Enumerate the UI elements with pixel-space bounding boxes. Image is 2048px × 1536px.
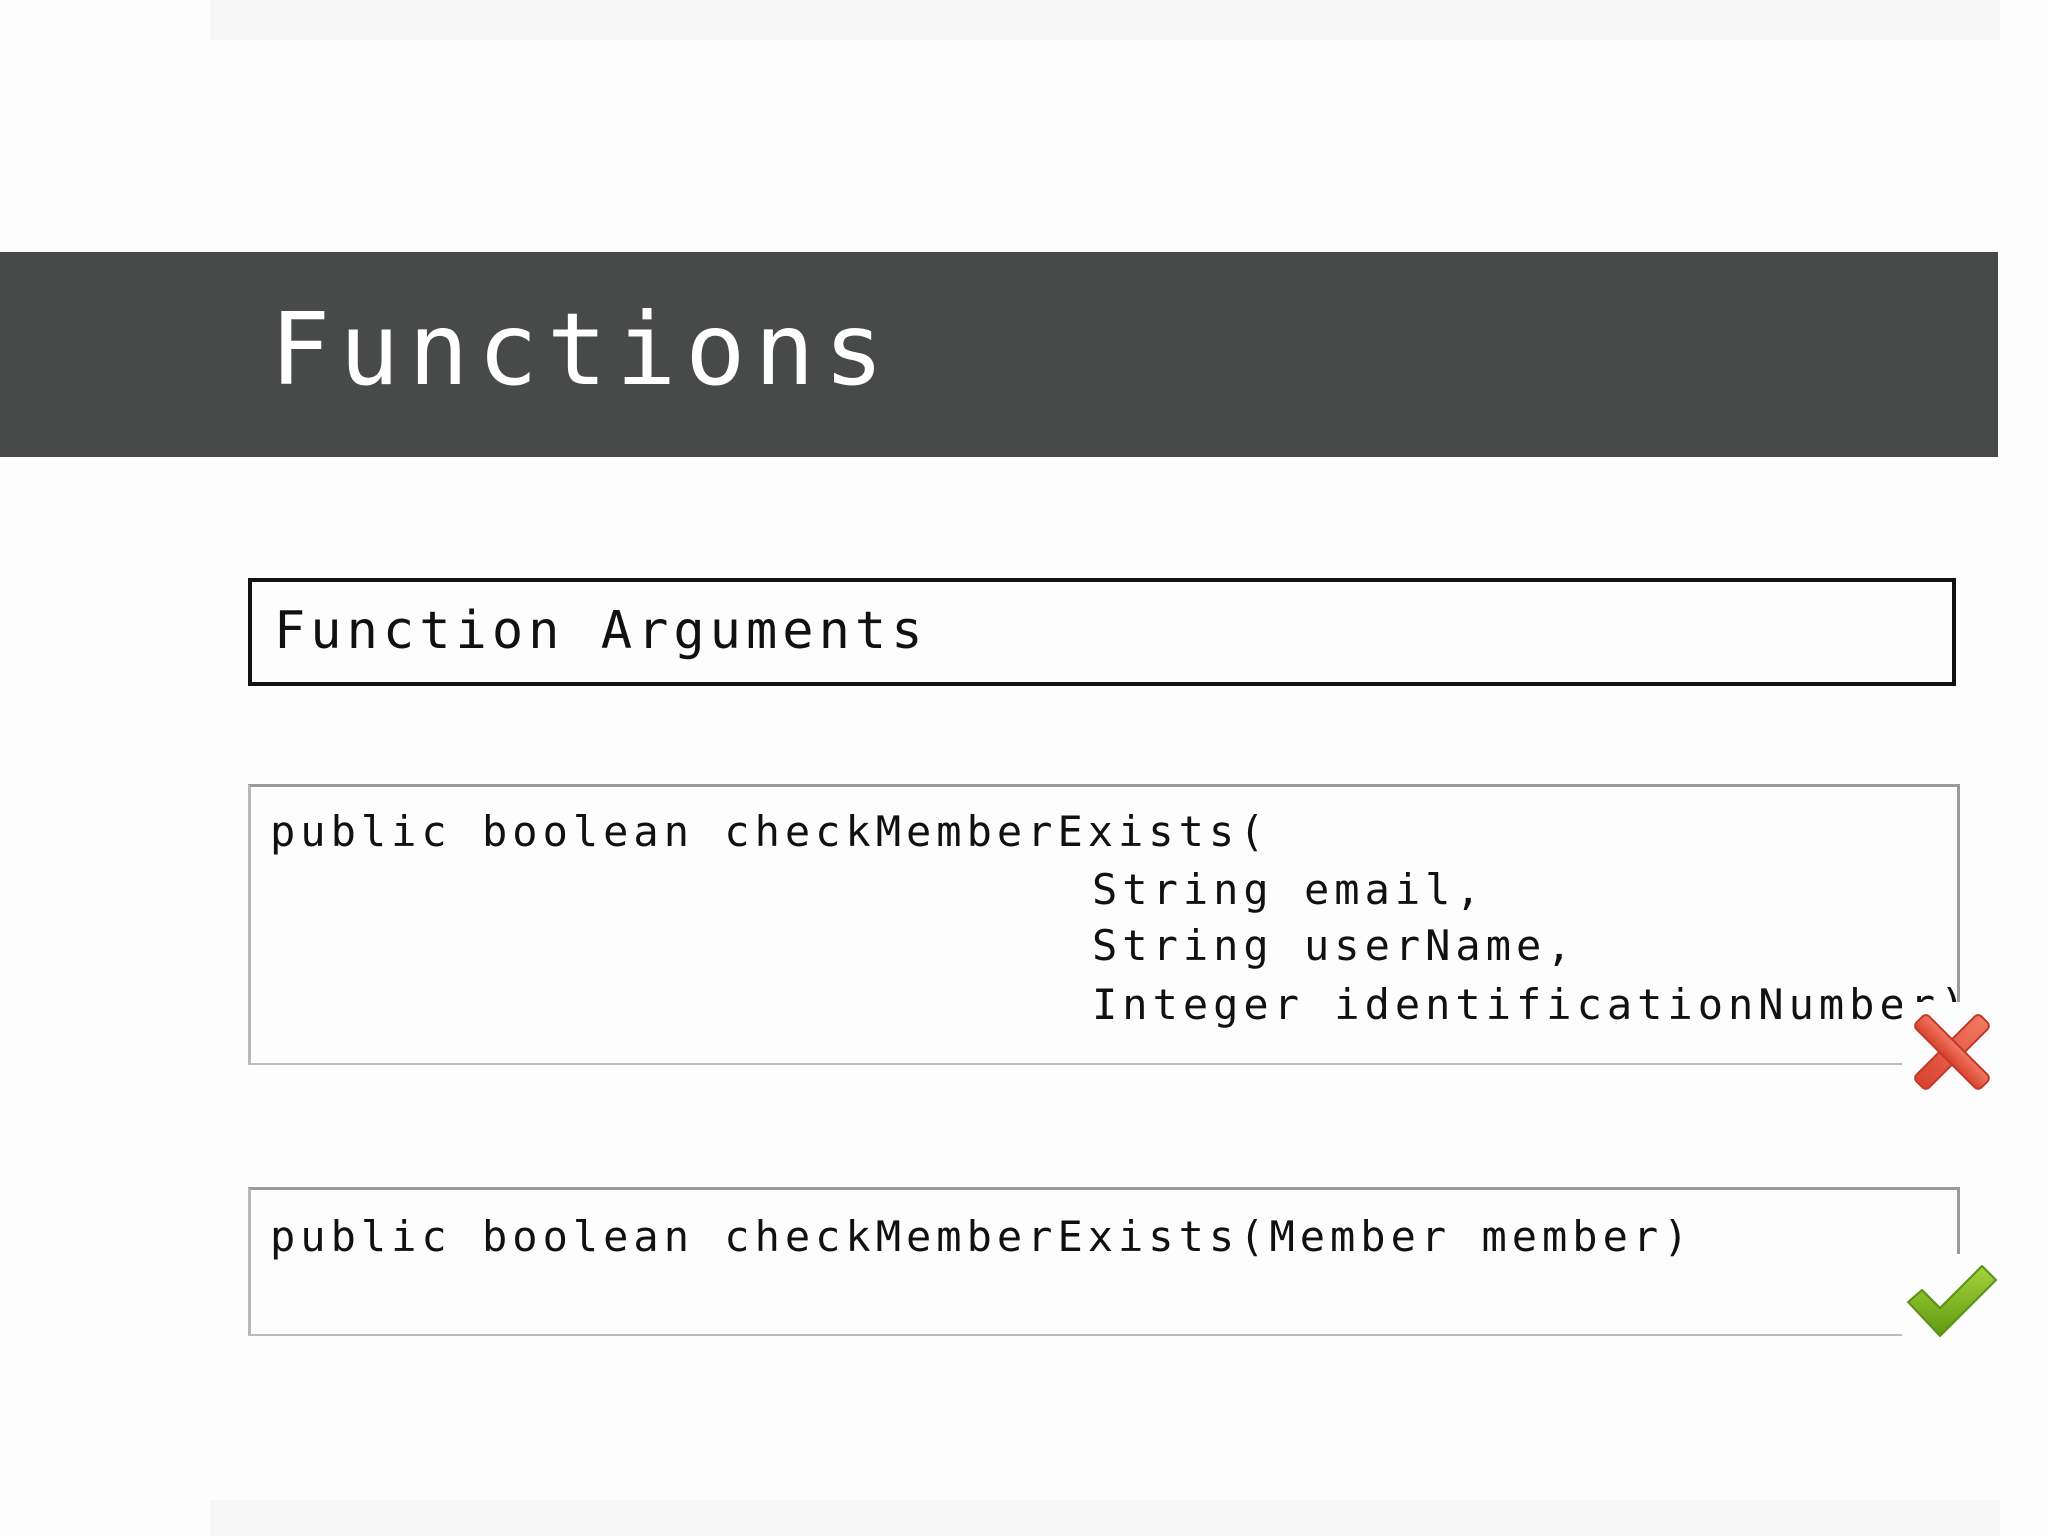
title-bar [0, 252, 1998, 457]
code-line: String userName, [1092, 921, 1577, 970]
code-line: public boolean checkMemberExists( [270, 807, 1270, 856]
subtitle-text: Function Arguments [274, 601, 928, 661]
code-line: String email, [1092, 865, 1486, 914]
subtitle-box: Function Arguments [248, 578, 1956, 686]
top-strip [210, 0, 2000, 40]
code-line: public boolean checkMemberExists(Member … [270, 1212, 1694, 1261]
red-x-icon [1902, 1002, 2002, 1102]
green-check-icon [1902, 1254, 2002, 1354]
bottom-strip [210, 1500, 2000, 1536]
slide-title: Functions [270, 291, 893, 408]
good-example-code-box: public boolean checkMemberExists(Member … [248, 1187, 1960, 1336]
code-line: Integer identificationNumber) [1092, 980, 1971, 1029]
bad-example-code-box: public boolean checkMemberExists( String… [248, 784, 1965, 1065]
